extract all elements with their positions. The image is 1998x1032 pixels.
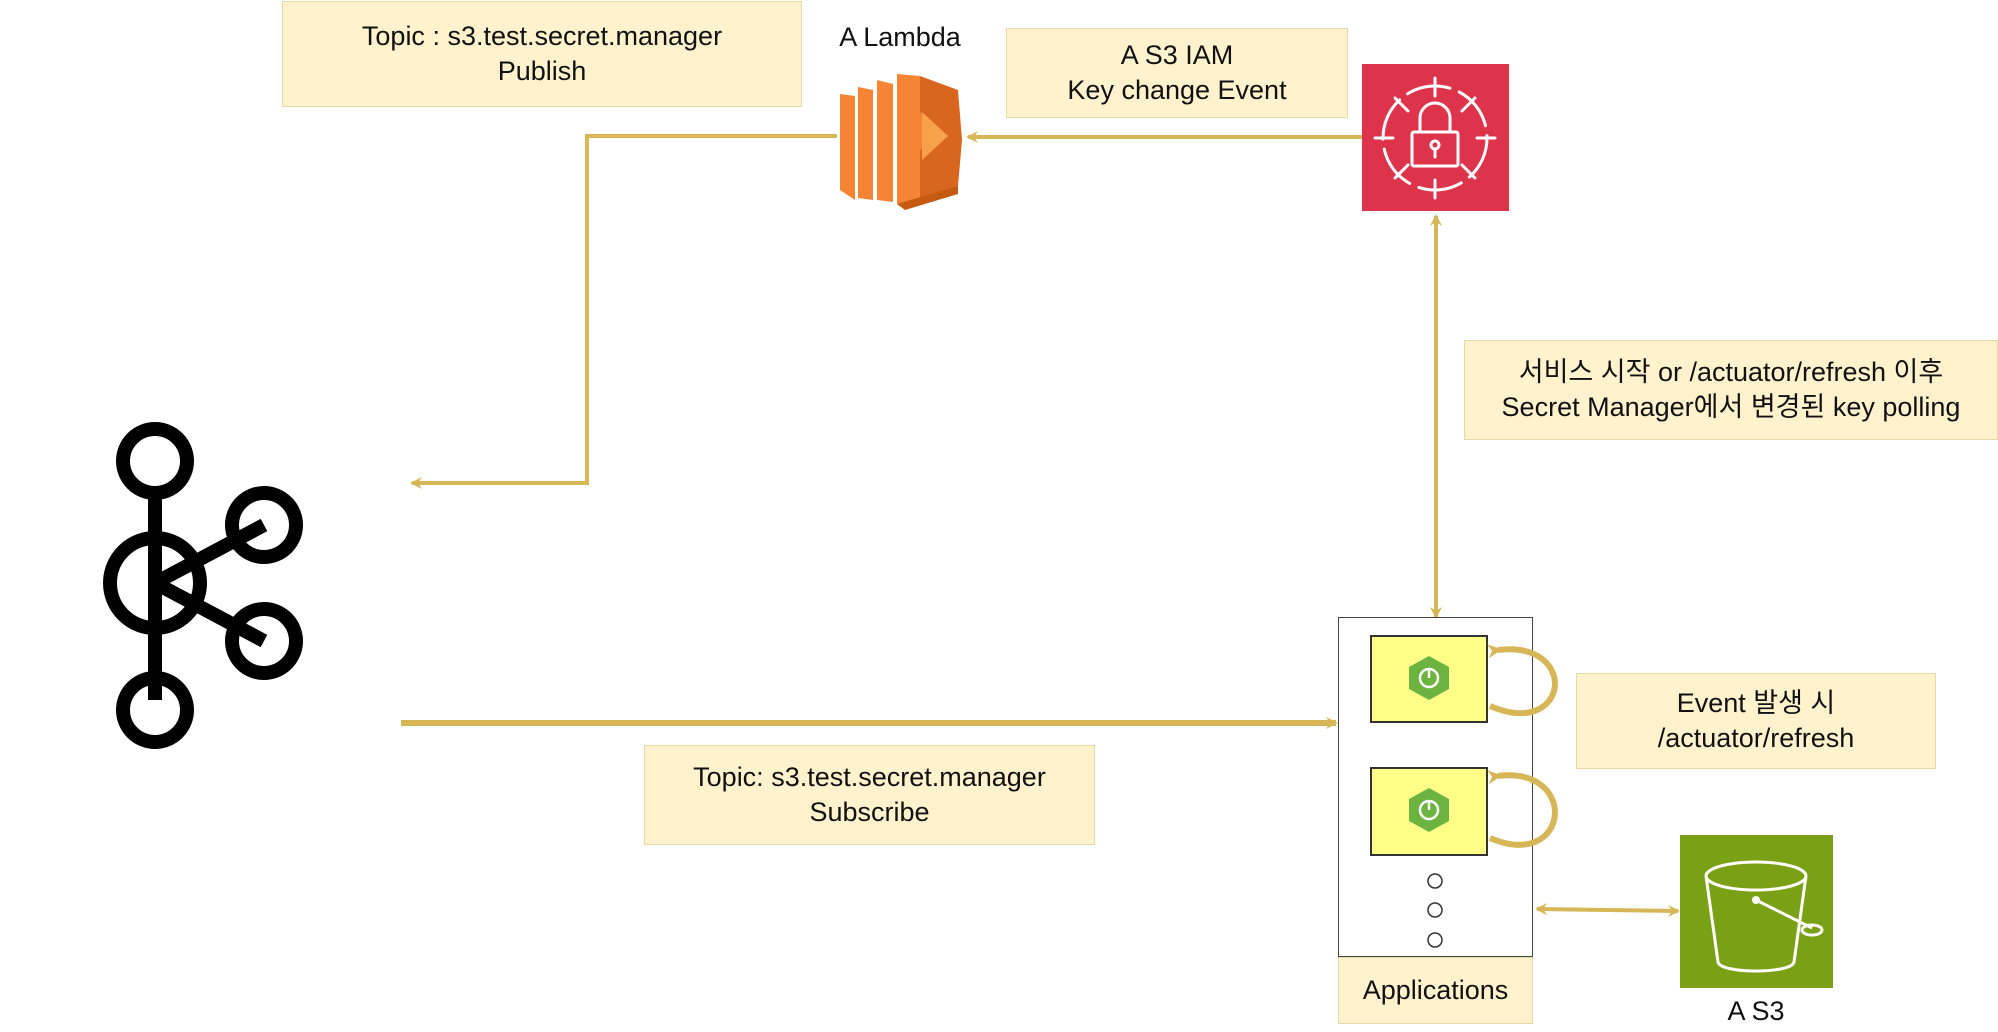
applications-container [1338, 617, 1533, 957]
publish-topic-line2: Publish [497, 56, 587, 86]
polling-line1: 서비스 시작 or /actuator/refresh 이후 [1518, 357, 1944, 387]
subscribe-topic-line2: Subscribe [809, 797, 930, 827]
publish-topic-note: Topic : s3.test.secret.manager Publish [282, 1, 802, 107]
iam-event-line1: A S3 IAM [1120, 40, 1234, 70]
iam-event-note: A S3 IAM Key change Event [1006, 28, 1348, 118]
arrow-applications-s3 [1535, 903, 1680, 917]
polling-note: 서비스 시작 or /actuator/refresh 이후 Secret Ma… [1464, 340, 1998, 440]
s3-label: A S3 [1727, 996, 1785, 1026]
refresh-line2: /actuator/refresh [1657, 723, 1855, 753]
refresh-line1: Event 발생 시 [1676, 688, 1836, 718]
arrow-lambda-to-kafka [410, 134, 837, 489]
polling-line2: Secret Manager에서 변경된 key polling [1501, 392, 1961, 422]
lambda-label: A Lambda [839, 22, 961, 52]
iam-event-line2: Key change Event [1067, 75, 1287, 105]
subscribe-topic-note: Topic: s3.test.secret.manager Subscribe [644, 745, 1095, 845]
applications-label-box: Applications [1338, 957, 1533, 1024]
refresh-note: Event 발생 시 /actuator/refresh [1576, 673, 1936, 769]
publish-topic-line1: Topic : s3.test.secret.manager [361, 21, 723, 51]
applications-label: Applications [1362, 975, 1509, 1005]
subscribe-topic-line1: Topic: s3.test.secret.manager [693, 762, 1046, 792]
